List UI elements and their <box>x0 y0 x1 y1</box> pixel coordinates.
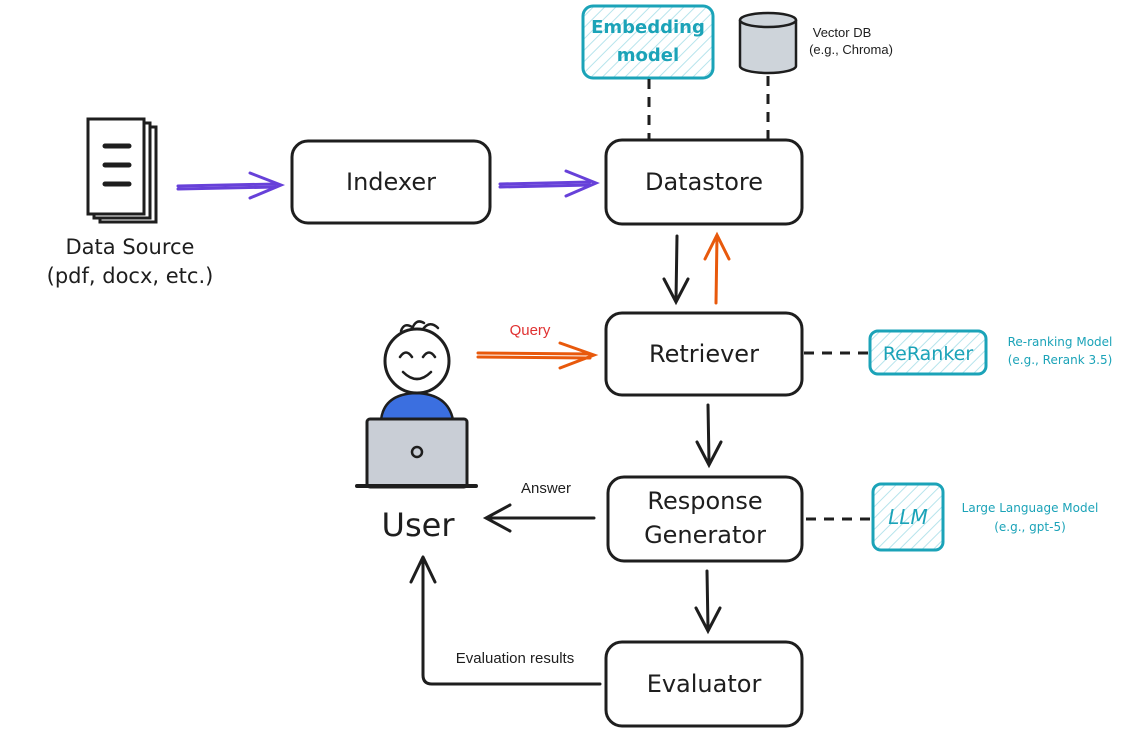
indexer-label: Indexer <box>346 168 436 196</box>
llm-label: LLM <box>888 505 928 529</box>
evaluation-results-arrow <box>409 555 602 686</box>
answer-label: Answer <box>521 480 571 497</box>
evaluator-label: Evaluator <box>647 670 762 698</box>
evaluation-results-label: Evaluation results <box>456 650 574 667</box>
source-to-indexer-arrow <box>176 171 286 200</box>
answer-arrow <box>482 503 596 533</box>
retriever-node <box>604 311 804 397</box>
generator-to-evaluator-arrow <box>694 569 722 635</box>
embedding-model-box <box>581 4 715 80</box>
query-label: Query <box>510 322 551 339</box>
indexer-node <box>290 139 492 225</box>
vector-db-label: Vector DB <box>813 25 872 40</box>
generator-label-2: Generator <box>644 521 766 549</box>
reranker-example: (e.g., Rerank 3.5) <box>1008 353 1113 367</box>
datastore-to-retriever-arrow <box>662 234 690 306</box>
embedding-model-label: Embedding <box>591 17 705 38</box>
llm-box <box>871 482 945 552</box>
evaluator-node <box>604 640 804 728</box>
retriever-label: Retriever <box>649 340 759 368</box>
datastore-node <box>604 138 804 226</box>
response-generator-node <box>606 475 804 563</box>
database-cylinder-icon <box>738 11 798 75</box>
query-arrow <box>476 341 599 370</box>
document-icon <box>86 117 158 224</box>
generator-label-1: Response <box>647 487 762 515</box>
user-avatar-icon <box>379 320 455 422</box>
user-label: User <box>382 506 456 544</box>
laptop-icon <box>355 417 478 489</box>
retriever-to-generator-arrow <box>695 403 723 469</box>
data-source-label: Data Source <box>66 235 195 259</box>
llm-note: Large Language Model <box>962 501 1099 515</box>
reranker-note: Re-ranking Model <box>1008 335 1113 349</box>
embedding-model-label-2: model <box>617 45 679 66</box>
retriever-to-datastore-arrow <box>703 231 731 305</box>
data-source-formats: (pdf, docx, etc.) <box>47 264 214 288</box>
datastore-label: Datastore <box>645 168 763 196</box>
reranker-box <box>868 329 988 376</box>
indexer-to-datastore-arrow <box>498 169 600 198</box>
vector-db-example: (e.g., Chroma) <box>809 42 893 57</box>
llm-example: (e.g., gpt-5) <box>994 520 1066 534</box>
reranker-label: ReRanker <box>883 343 974 365</box>
